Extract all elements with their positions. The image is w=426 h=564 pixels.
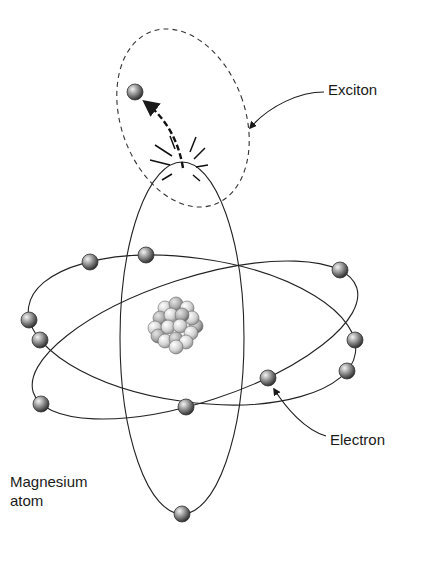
nucleus: [148, 297, 203, 354]
electron: [339, 363, 355, 379]
callout-label: Magnesium atom: [10, 472, 105, 510]
electron: [347, 332, 363, 348]
electron: [33, 396, 49, 412]
callout-label: Exciton: [328, 80, 418, 99]
electron: [332, 262, 348, 278]
electron: [178, 399, 194, 415]
electron: [260, 370, 276, 386]
electron: [82, 254, 98, 270]
escaping-electron: [127, 84, 143, 100]
leader-line: [274, 389, 326, 436]
escape-arrow: [145, 102, 183, 168]
electron: [21, 312, 37, 328]
exciton-boundary: [93, 10, 272, 225]
electron: [174, 506, 190, 522]
leader-line: [250, 92, 324, 128]
excitation-burst: [150, 136, 208, 181]
orbit: [19, 236, 366, 425]
orbit: [120, 162, 244, 514]
callout-label: Electron: [330, 430, 420, 449]
nucleon: [169, 340, 183, 354]
electron: [138, 247, 154, 263]
electron: [32, 332, 48, 348]
orbit: [14, 229, 376, 452]
